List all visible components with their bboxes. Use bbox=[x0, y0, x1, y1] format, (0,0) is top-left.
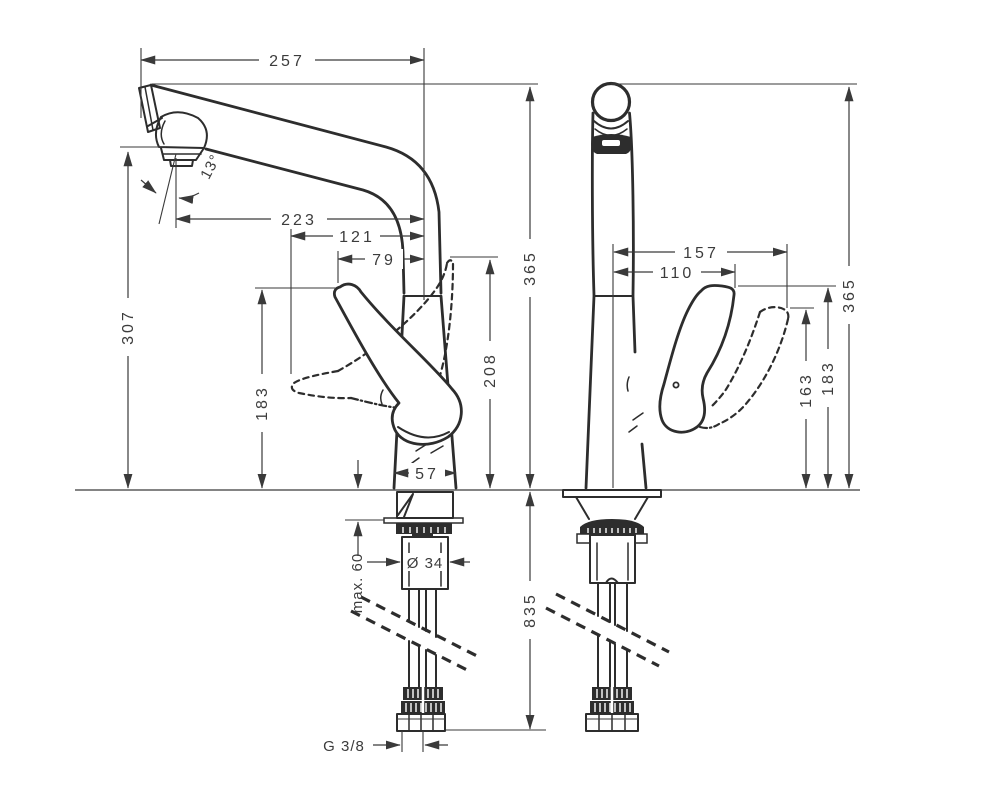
dim-label-height-spout-top: 365 bbox=[522, 250, 539, 286]
spout-top-edge bbox=[149, 83, 443, 295]
dim-label-reach-handle-open: 121 bbox=[339, 229, 375, 246]
dim-label-shank-dia: Ø 34 bbox=[407, 555, 444, 572]
dimension-labels: 257 13° 223 121 79 307 183 208 365 57 ma… bbox=[120, 53, 858, 755]
label-backgrounds bbox=[118, 50, 859, 639]
dim-label-front-height-open: 163 bbox=[798, 372, 815, 408]
dim-label-offset-open: 157 bbox=[683, 245, 719, 262]
dim-label-reach-handle-closed: 79 bbox=[372, 252, 396, 269]
dim-label-offset-closed: 110 bbox=[660, 265, 695, 282]
front-view bbox=[545, 81, 790, 732]
dim-label-height-handle-top: 208 bbox=[482, 352, 499, 388]
body-cone-front bbox=[584, 294, 648, 490]
dim-label-base-width: 57 bbox=[415, 466, 439, 483]
dim-label-hose-thread: G 3/8 bbox=[323, 738, 365, 755]
hose-break-lines-front bbox=[545, 592, 670, 668]
handle-lever bbox=[332, 282, 463, 446]
spout-front bbox=[590, 81, 632, 123]
dim-label-front-height-spout: 365 bbox=[841, 277, 858, 313]
dim-label-spout-reach: 257 bbox=[269, 53, 305, 70]
side-view bbox=[138, 83, 478, 732]
handle-lever-front bbox=[658, 284, 736, 434]
spout-bottom-edge bbox=[204, 147, 406, 295]
aerator bbox=[155, 111, 208, 149]
spout-end-cap bbox=[138, 84, 161, 133]
dim-label-reach-aerator: 223 bbox=[281, 212, 317, 229]
dim-label-height-handle-open: 183 bbox=[254, 385, 271, 421]
dim-label-hose-length: 835 bbox=[522, 592, 539, 628]
extension-lines bbox=[120, 48, 857, 752]
dim-label-max-deck: max. 60 bbox=[349, 553, 366, 613]
handle-open-position-dashed-front bbox=[698, 306, 790, 430]
mounting-assembly-side bbox=[350, 491, 478, 732]
hose-break-lines bbox=[350, 595, 478, 672]
dimension-lines bbox=[123, 55, 854, 750]
dim-label-spray-angle: 13° bbox=[197, 151, 224, 182]
mounting-assembly-front bbox=[545, 489, 670, 732]
dim-label-front-height-closed: 183 bbox=[820, 360, 837, 396]
dim-label-height-aerator: 307 bbox=[120, 309, 137, 345]
